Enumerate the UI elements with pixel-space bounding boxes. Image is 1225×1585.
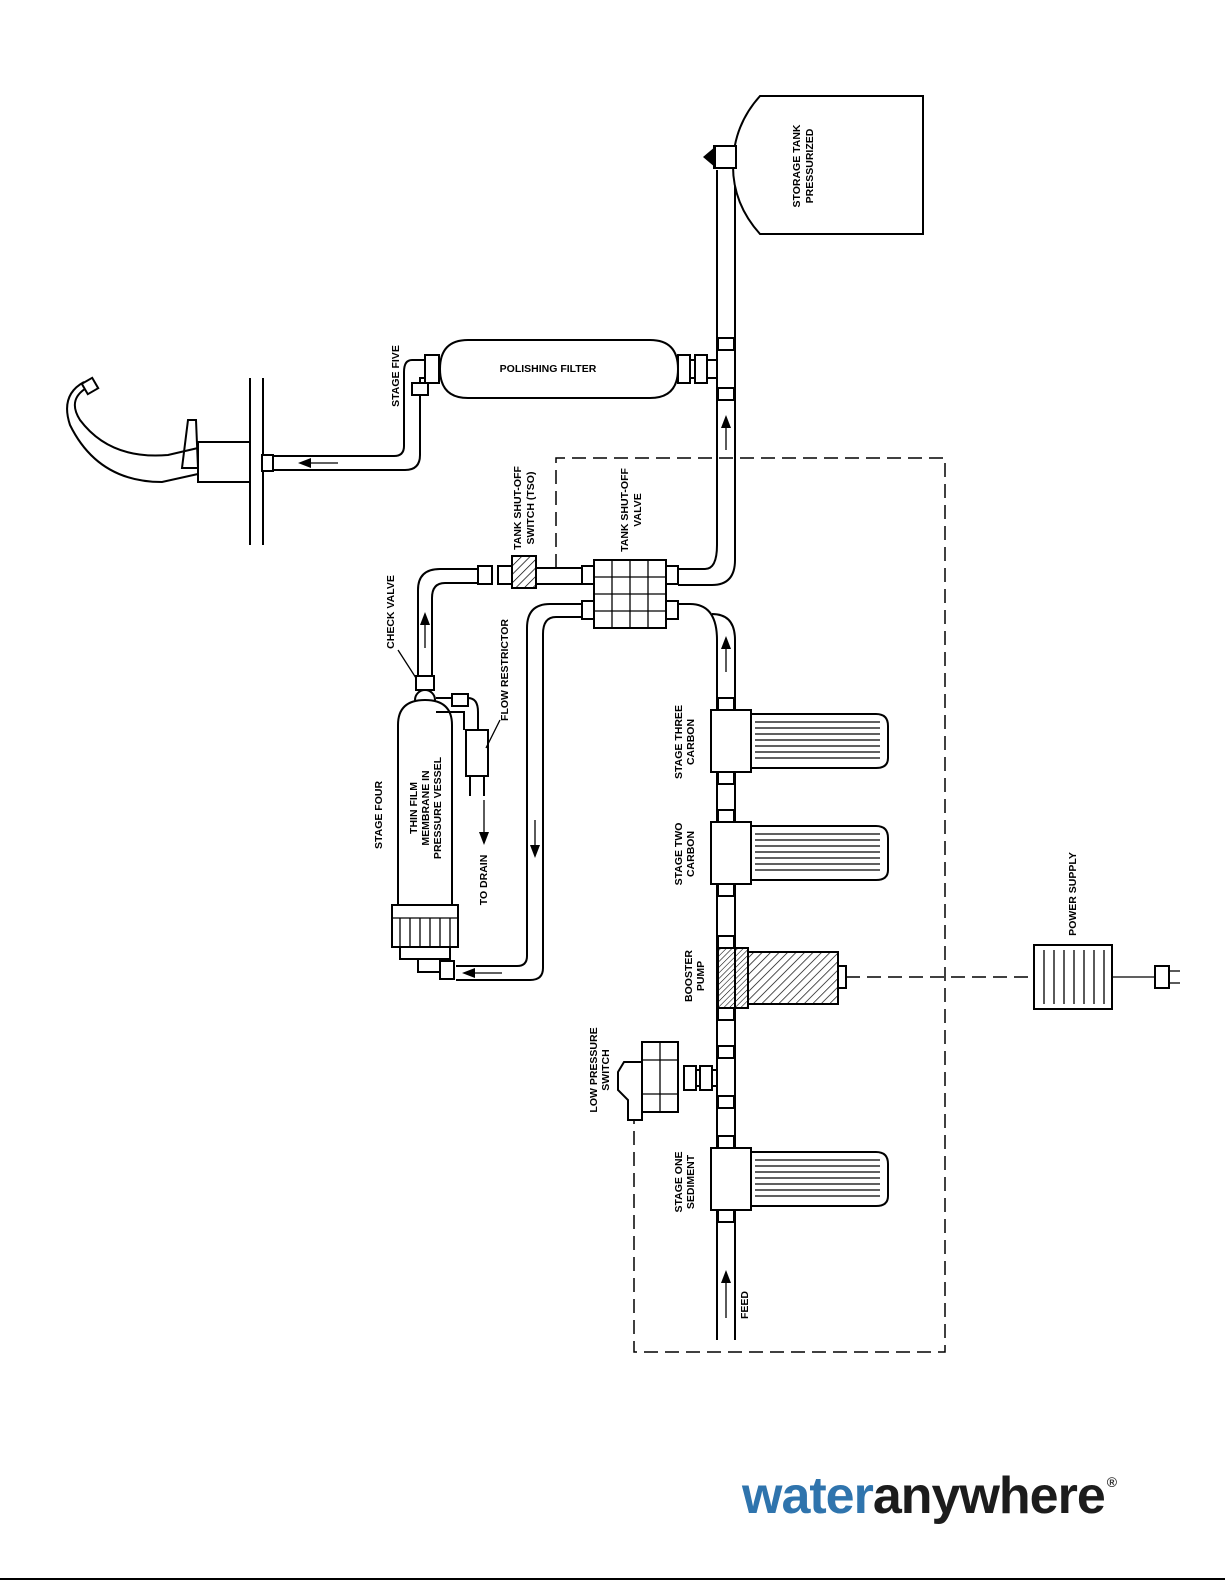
bottom-divider [0, 1578, 1225, 1580]
stage-five-label: STAGE FIVE [390, 345, 402, 407]
flow-restrictor [436, 693, 489, 796]
tank-outlet-arrow-icon [703, 146, 716, 168]
membrane-label-1: THIN FILM [408, 782, 420, 834]
storage-tank: STORAGE TANK PRESSURIZED [703, 95, 924, 235]
membrane-vessel [391, 698, 459, 960]
drain-arrow-down-icon [479, 832, 489, 845]
enclosure-boundary [555, 457, 946, 1353]
flow-arrow-up-icon [420, 612, 430, 625]
stage-two-label: STAGE TWO [673, 823, 685, 886]
logo-text-water: water [742, 1467, 874, 1525]
flow-arrow-left-icon [462, 968, 475, 978]
membrane-label-3: PRESSURE VESSEL [432, 756, 444, 859]
stage-one-label: STAGE ONE [673, 1151, 685, 1212]
to-drain-label: TO DRAIN [478, 855, 490, 906]
flow-restrictor-label: FLOW RESTRICTOR [499, 619, 511, 721]
fitting [717, 337, 735, 351]
flow-arrow-down-icon [530, 845, 540, 858]
stage-one-sublabel: SEDIMENT [685, 1154, 697, 1209]
tank-shutoff-valve-sublabel: VALVE [632, 493, 644, 526]
power-supply [1033, 944, 1180, 1010]
stage-three-sublabel: CARBON [685, 719, 697, 765]
low-pressure-switch-label: LOW PRESSURE [588, 1027, 600, 1112]
stage-three-filter [710, 697, 889, 785]
fitting [717, 387, 735, 401]
feed-label: FEED [739, 1291, 751, 1319]
power-supply-label: POWER SUPPLY [1067, 852, 1079, 936]
tank-shutoff-valve [581, 559, 679, 629]
storage-tank-sublabel: PRESSURIZED [804, 128, 816, 203]
polishing-filter-label: POLISHING FILTER [500, 363, 597, 375]
tank-shutoff-valve-label: TANK SHUT-OFF [619, 468, 631, 552]
feed-arrow-up-icon [721, 1270, 731, 1283]
flow-arrow-left-icon [298, 458, 311, 468]
stage-four-label: STAGE FOUR [373, 781, 385, 849]
booster-pump-label: BOOSTER [683, 950, 695, 1002]
tso-sublabel: SWITCH (TSO) [525, 472, 537, 545]
tso-label: TANK SHUT-OFF [512, 466, 524, 550]
low-pressure-switch [617, 1041, 735, 1121]
low-pressure-switch-sublabel: SWITCH [600, 1049, 612, 1090]
plug-icon [1154, 965, 1170, 989]
booster-pump [717, 935, 847, 1021]
faucet [66, 376, 274, 545]
stage-one-filter [710, 1135, 889, 1223]
stage-three-label: STAGE THREE [673, 705, 685, 779]
fitting [411, 382, 429, 396]
booster-pump-sublabel: PUMP [695, 961, 707, 991]
registered-mark: ® [1106, 1474, 1117, 1490]
membrane-label-2: MEMBRANE IN [420, 770, 432, 845]
flow-arrow-up-icon [721, 636, 731, 649]
logo-text-anywhere: anywhere [872, 1467, 1106, 1525]
brand-logo: wateranywhere® [742, 1466, 1117, 1536]
storage-tank-label: STORAGE TANK [791, 124, 803, 207]
polishing-filter: POLISHING FILTER [424, 339, 680, 399]
tank-shutoff-switch [477, 555, 582, 589]
flow-arrow-up-icon [721, 415, 731, 428]
check-valve-label: CHECK VALVE [385, 575, 397, 649]
stage-two-filter [710, 809, 889, 897]
stage-two-sublabel: CARBON [685, 831, 697, 877]
